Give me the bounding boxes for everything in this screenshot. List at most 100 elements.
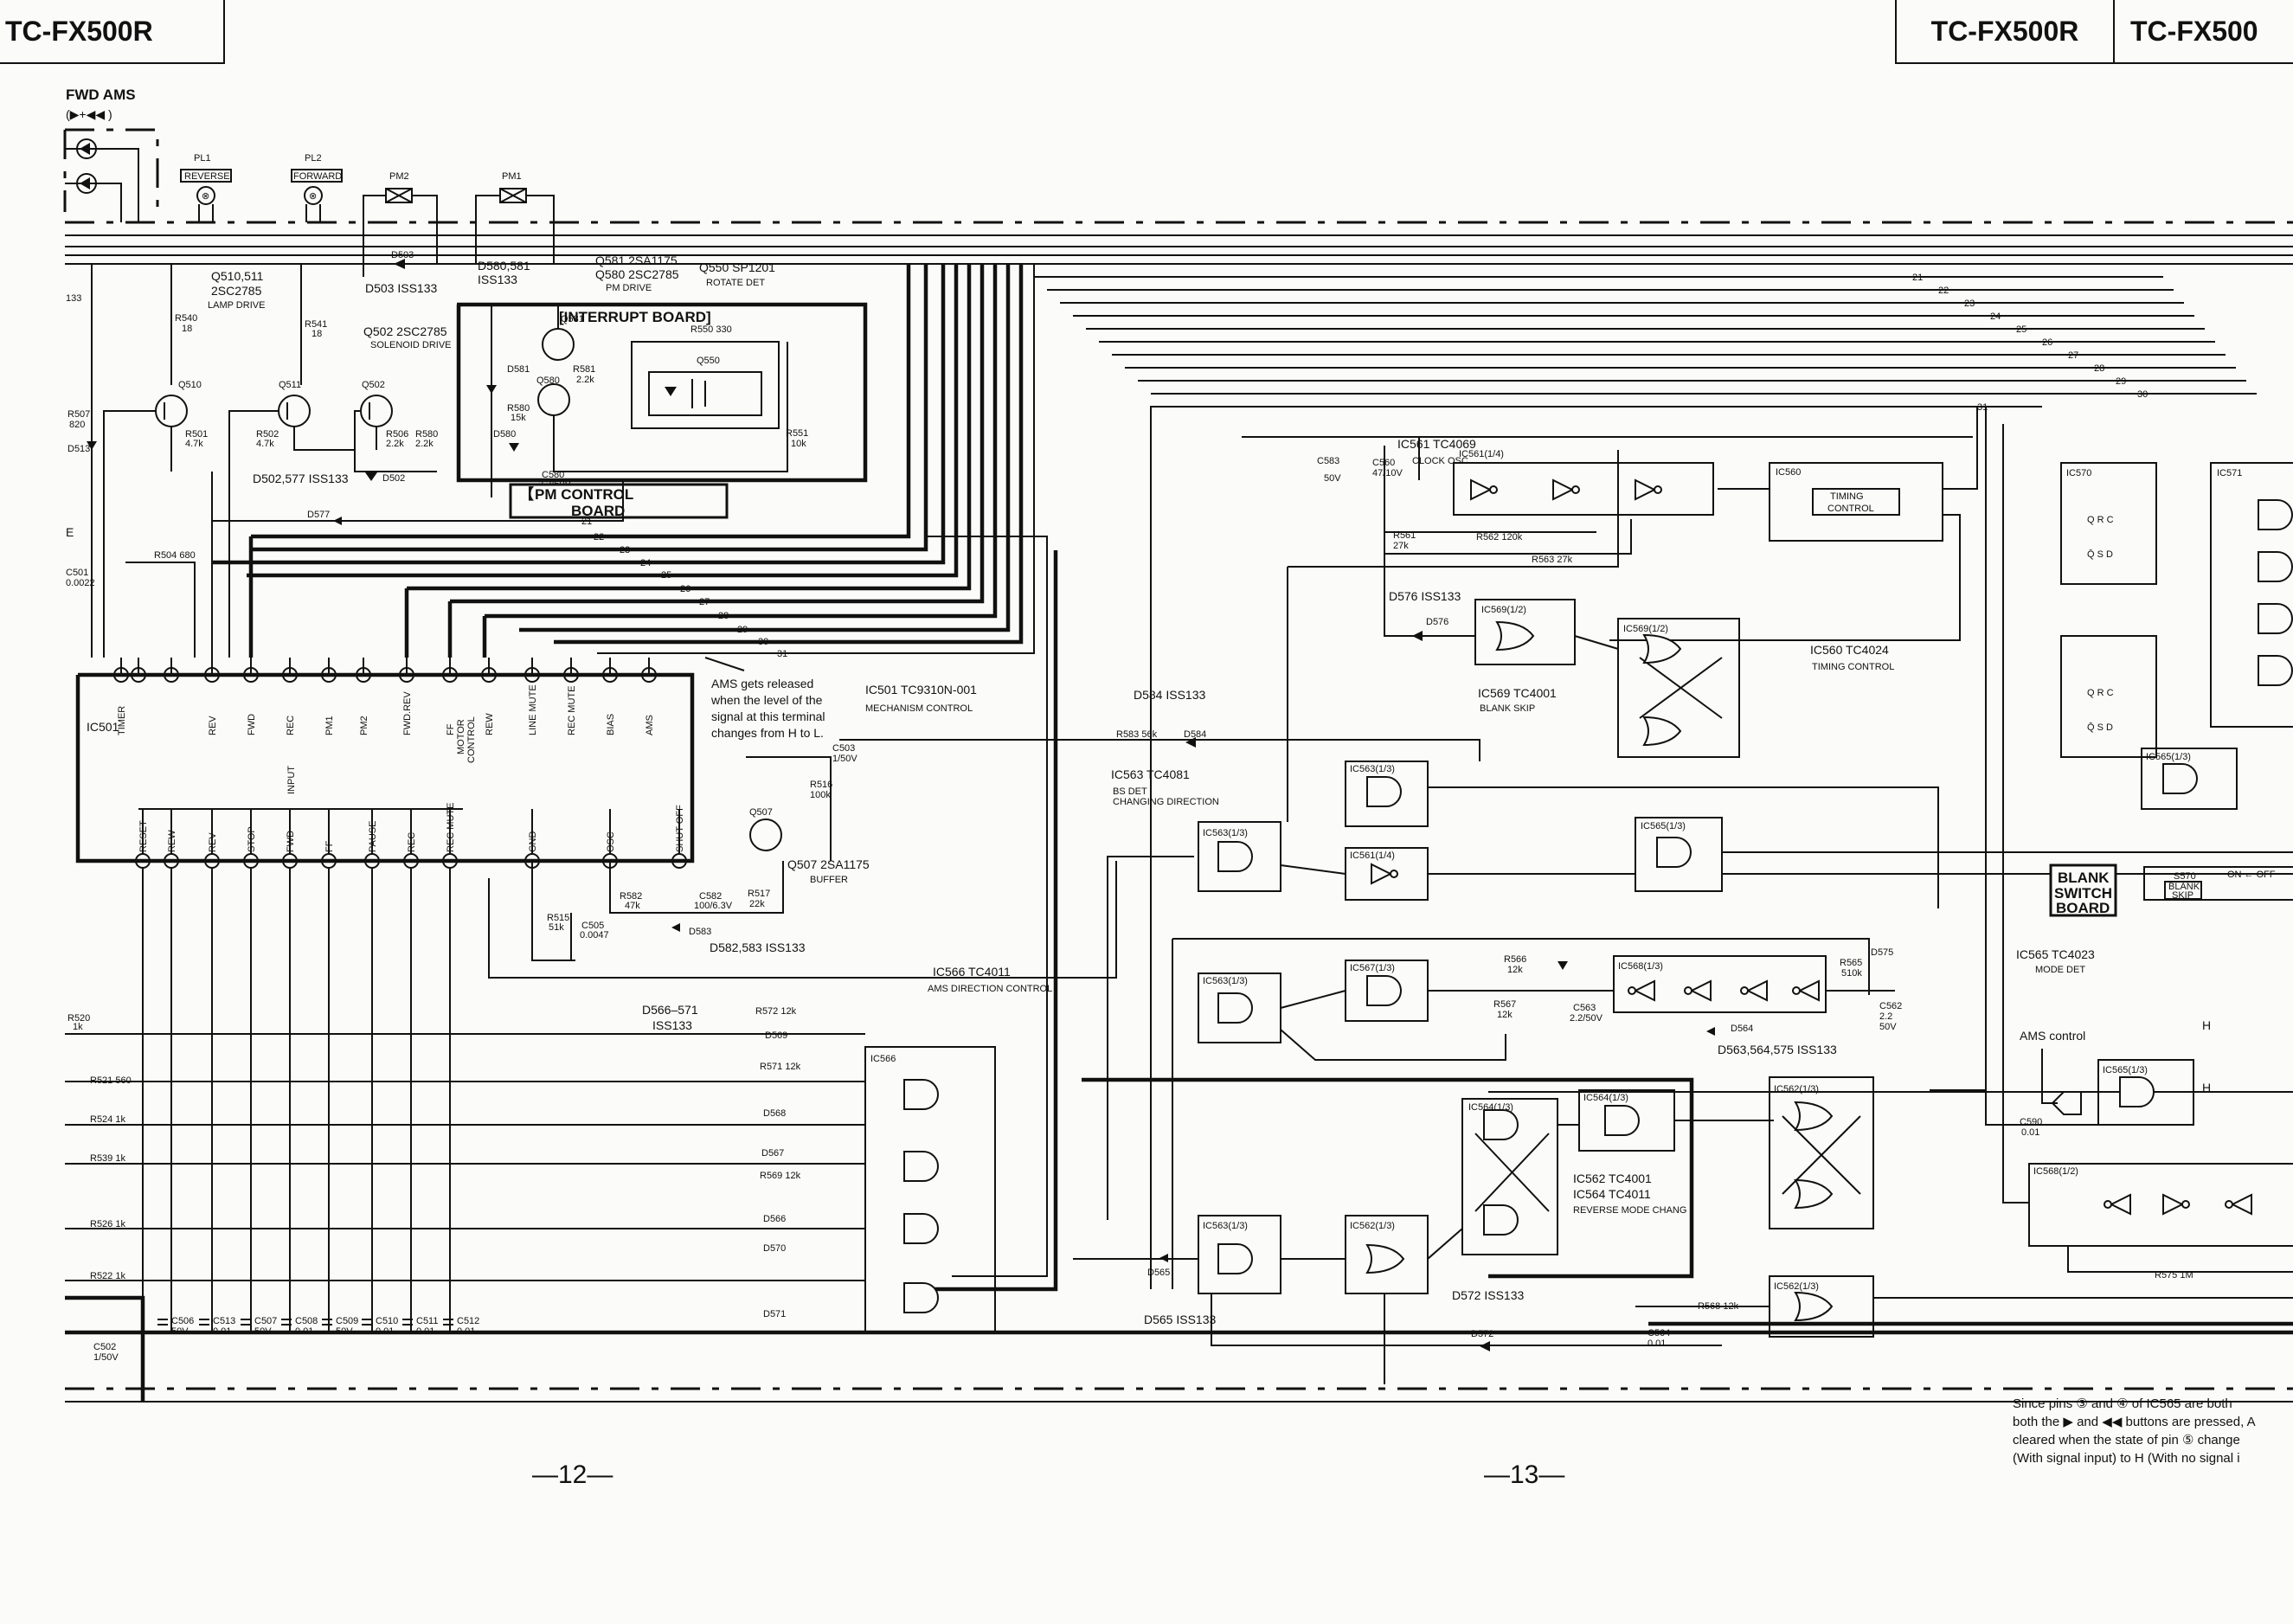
svg-text:⊗: ⊗ xyxy=(309,191,317,202)
svg-text:IC563 TC4081: IC563 TC4081 xyxy=(1111,767,1190,781)
and-gate xyxy=(1217,1243,1253,1274)
inverter-gate xyxy=(1470,478,1493,501)
svg-text:C582: C582 xyxy=(699,891,722,902)
svg-text:R581: R581 xyxy=(573,364,595,375)
svg-text:D576: D576 xyxy=(1426,617,1448,627)
cap-value: 0.01 xyxy=(295,1326,313,1337)
svg-text:R520: R520 xyxy=(67,1013,90,1024)
bus-number: 30 xyxy=(2137,389,2148,400)
svg-text:IC565(1/3): IC565(1/3) xyxy=(2146,752,2191,762)
svg-text:Q580: Q580 xyxy=(536,376,560,386)
svg-text:23: 23 xyxy=(620,545,630,555)
fwd-ams-switch: FWD AMS (▶+◀◀ ) xyxy=(63,87,159,222)
svg-text:R506: R506 xyxy=(386,429,408,440)
ic562-right-gates: IC562(1/3) IC562(1/3) R568 12k C564 0.01 xyxy=(1635,1076,2293,1349)
ic562-ic564-reverse-mode: IC564(1/3) IC564(1/3) IC562 TC4001 IC564… xyxy=(1073,1077,1774,1384)
svg-text:PM DRIVE: PM DRIVE xyxy=(606,283,652,293)
inverter-gate-bubble xyxy=(1684,986,1692,995)
svg-text:LAMP DRIVE: LAMP DRIVE xyxy=(208,300,265,311)
top-pin-label: TIMER xyxy=(117,706,127,735)
lamp-pl2: PL2 FORWARD ⊗ xyxy=(291,153,343,222)
fwd-ams-title: FWD AMS xyxy=(66,87,136,103)
nor-gate xyxy=(1365,1243,1405,1274)
svg-text:CHANGING DIRECTION: CHANGING DIRECTION xyxy=(1113,797,1219,807)
ic567-ic568-section: IC563(1/3) IC567(1/3) R566 12k R567 12k … xyxy=(1172,938,1902,1289)
svg-text:R522 1k: R522 1k xyxy=(90,1271,125,1281)
svg-text:REVERSE: REVERSE xyxy=(184,171,230,182)
svg-text:IC566: IC566 xyxy=(870,1054,896,1064)
ic560-timing-control: IC560 TIMING CONTROL IC560 TC4024 TIMING… xyxy=(1150,406,1978,1289)
svg-text:R524 1k: R524 1k xyxy=(90,1114,125,1125)
and-gate xyxy=(2119,1076,2155,1107)
svg-text:Q550 SP1201: Q550 SP1201 xyxy=(699,260,775,274)
inverter-gate xyxy=(2162,1193,2185,1216)
top-pin-label: REW xyxy=(485,713,495,735)
inverter-gate-bubble xyxy=(2181,1200,2190,1209)
svg-text:R569 12k: R569 12k xyxy=(760,1171,801,1181)
inverter-gate-bubble xyxy=(1390,870,1398,878)
nand-gate xyxy=(1483,1204,1519,1236)
svg-text:ON ← OFF: ON ← OFF xyxy=(2227,870,2276,880)
svg-text:Q502: Q502 xyxy=(362,380,385,390)
bus-number: 24 xyxy=(1990,311,2001,322)
bottom-pin-label: REW xyxy=(167,830,177,852)
header-left-model: TC-FX500R xyxy=(0,0,225,64)
svg-text:D566: D566 xyxy=(763,1214,786,1224)
nor-gate xyxy=(1794,1291,1834,1322)
svg-text:D570: D570 xyxy=(763,1243,786,1254)
bottom-pin-label: GND xyxy=(528,831,538,853)
svg-text:MOTOR: MOTOR xyxy=(456,719,466,754)
svg-text:10k: 10k xyxy=(791,439,806,449)
svg-text:R567: R567 xyxy=(1493,999,1516,1010)
and-gate xyxy=(1217,992,1253,1024)
svg-text:C562: C562 xyxy=(1879,1001,1902,1011)
svg-text:signal at this terminal: signal at this terminal xyxy=(711,709,825,723)
svg-text:MECHANISM CONTROL: MECHANISM CONTROL xyxy=(865,703,973,714)
inverter-gate-bubble xyxy=(1489,485,1498,494)
svg-text:C563: C563 xyxy=(1573,1003,1596,1013)
nor-gate xyxy=(1794,1101,1834,1132)
top-pin-label: FF xyxy=(446,723,456,735)
svg-text:4.7k: 4.7k xyxy=(256,439,274,449)
svg-text:Q R C: Q R C xyxy=(2087,515,2114,525)
svg-text:[INTERRUPT BOARD]: [INTERRUPT BOARD] xyxy=(559,309,711,325)
svg-text:IC568(1/2): IC568(1/2) xyxy=(2033,1166,2078,1177)
svg-text:changes from H to L.: changes from H to L. xyxy=(711,726,824,740)
svg-text:D572 ISS133: D572 ISS133 xyxy=(1452,1288,1524,1302)
bottom-bus-lines xyxy=(65,1091,2293,1403)
svg-text:D502: D502 xyxy=(382,473,405,484)
bus-wires-left: 21 22 23 24 25 26 27 28 29 30 31 xyxy=(212,264,1058,1292)
svg-text:IC562 TC4001: IC562 TC4001 xyxy=(1573,1171,1652,1185)
bottom-pin-label: FWD xyxy=(286,831,296,852)
svg-text:INPUT: INPUT xyxy=(286,766,297,794)
svg-text:S570: S570 xyxy=(2174,871,2196,882)
pin-circle xyxy=(641,667,657,683)
pin-circle xyxy=(164,667,179,683)
footnote: Since pins ③ and ④ of IC565 are both bot… xyxy=(2013,1395,2293,1467)
cap-value: 0.01 xyxy=(213,1326,231,1337)
page-number-left: —12— xyxy=(532,1460,613,1489)
svg-text:BUFFER: BUFFER xyxy=(810,875,848,885)
bottom-pin-label: STOP xyxy=(247,826,257,852)
inverter-gate xyxy=(1635,478,1657,501)
pin-circle xyxy=(602,667,618,683)
top-pin-label: FWD xyxy=(247,714,257,735)
nand-gate xyxy=(1604,1105,1640,1136)
svg-text:R504 680: R504 680 xyxy=(154,550,196,561)
svg-text:IC570: IC570 xyxy=(2066,468,2091,478)
cap-value: 50V xyxy=(336,1326,353,1337)
and-gate xyxy=(2258,499,2293,530)
svg-text:BLANK: BLANK xyxy=(2168,882,2200,892)
nand-gate xyxy=(903,1079,939,1110)
inverter-gate-bubble xyxy=(1654,485,1662,494)
svg-text:ROTATE DET: ROTATE DET xyxy=(706,278,765,288)
svg-text:100k: 100k xyxy=(810,790,831,800)
svg-text:D564: D564 xyxy=(1731,1024,1753,1034)
ic501-lower-network: R516 100k Q507 Q507 2SA1175 BUFFER C503 … xyxy=(488,688,1206,979)
svg-text:D565: D565 xyxy=(1147,1268,1170,1278)
svg-text:CONTROL: CONTROL xyxy=(1827,504,1874,514)
svg-text:IC560 TC4024: IC560 TC4024 xyxy=(1810,643,1889,657)
svg-text:R516: R516 xyxy=(810,780,832,790)
svg-text:Q502 2SC2785: Q502 2SC2785 xyxy=(363,324,447,338)
